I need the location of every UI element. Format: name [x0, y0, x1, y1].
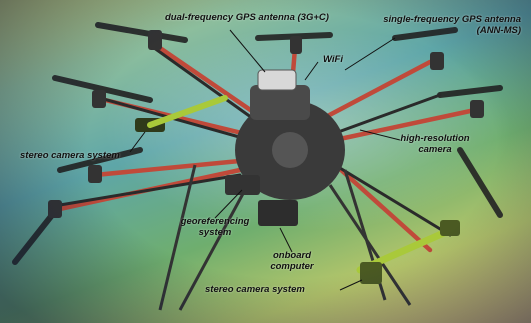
label-georeferencing-system: georeferencing system [175, 216, 255, 238]
central-body [225, 70, 345, 226]
label-high-resolution-camera: high-resolution camera [395, 133, 475, 155]
label-stereo-camera-top: stereo camera system [20, 150, 120, 161]
label-single-gps-line2: (ANN-MS) [366, 25, 521, 36]
label-dual-gps-antenna: dual-frequency GPS antenna (3G+C) [165, 12, 329, 23]
label-hires-line2: camera [395, 144, 475, 155]
label-wifi: WiFi [323, 54, 343, 65]
label-onboard-computer: onboard computer [262, 250, 322, 272]
label-georef-line1: georeferencing [175, 216, 255, 227]
label-onboard-line2: computer [262, 261, 322, 272]
label-georef-line2: system [175, 227, 255, 238]
label-stereo-camera-bottom: stereo camera system [205, 284, 305, 295]
label-single-gps-line1: single-frequency GPS antenna [366, 14, 521, 25]
label-hires-line1: high-resolution [395, 133, 475, 144]
label-single-gps-antenna: single-frequency GPS antenna (ANN-MS) [366, 14, 521, 36]
label-onboard-line1: onboard [262, 250, 322, 261]
